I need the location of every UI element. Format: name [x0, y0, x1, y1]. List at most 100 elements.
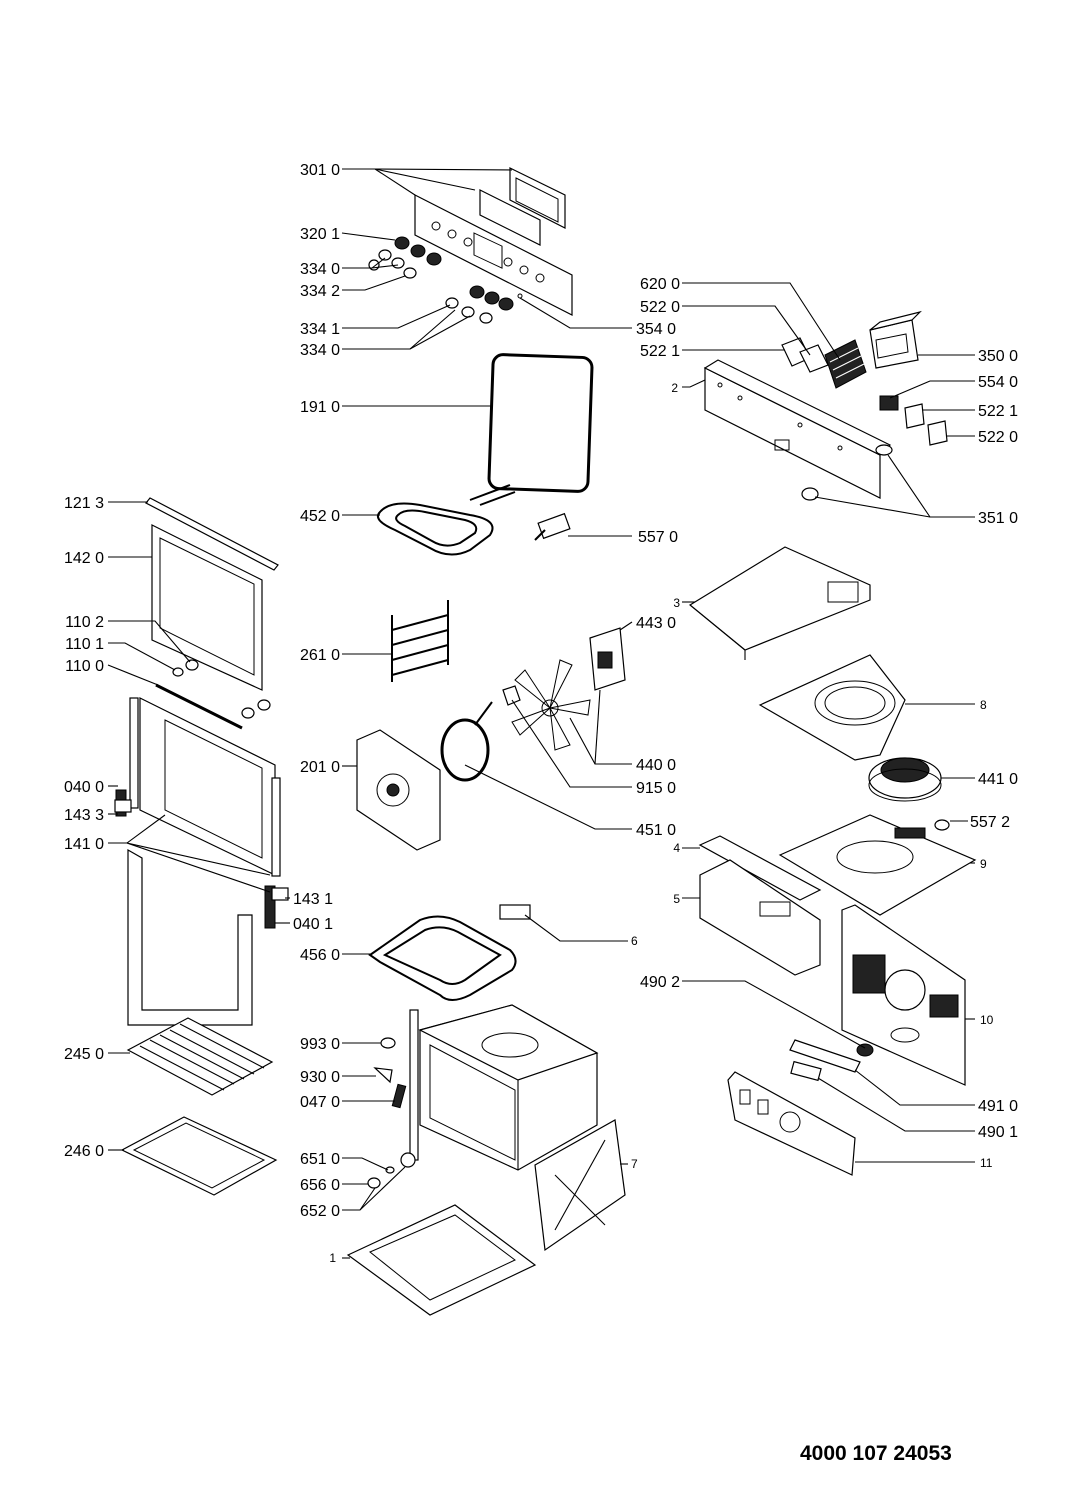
- oven-cavity: [409, 1004, 599, 1171]
- light-parts: [367, 1152, 416, 1189]
- door-inner-frame: [114, 697, 289, 929]
- label-930-0: 930 0: [300, 1069, 340, 1086]
- control-bracket: [703, 359, 892, 499]
- label-620-0: 620 0: [640, 276, 680, 293]
- knobs-upper-group: [368, 236, 442, 279]
- assembly-label-8: 8: [980, 698, 987, 712]
- door-buttons: [155, 659, 271, 730]
- knobs-lower-group: [445, 285, 514, 324]
- label-110-1: 110 1: [65, 636, 104, 653]
- leader-lines: [107, 168, 975, 1259]
- document-number: 4000 107 24053: [800, 1442, 952, 1465]
- label-047-0: 047 0: [300, 1094, 340, 1111]
- label-121-3: 121 3: [64, 495, 104, 512]
- label-110-2: 110 2: [65, 614, 104, 631]
- rear-panel-top: [778, 814, 977, 916]
- label-354-0: 354 0: [636, 321, 676, 338]
- assembly-label-6: 6: [631, 934, 638, 948]
- fan-blade: [511, 659, 591, 751]
- assembly-label-9: 9: [980, 857, 987, 871]
- label-557-0: 557 0: [638, 529, 678, 546]
- upper-cover: [688, 546, 871, 660]
- display-module: [869, 310, 922, 369]
- fan-thermostat: [934, 819, 950, 831]
- side-trim: [698, 835, 822, 901]
- label-440-0: 440 0: [636, 757, 676, 774]
- assembly-label-7: 7: [631, 1157, 638, 1171]
- label-334-0-b: 334 0: [300, 342, 340, 359]
- label-040-0: 040 0: [64, 779, 104, 796]
- label-191-0: 191 0: [300, 399, 340, 416]
- label-522-0-a: 522 0: [640, 299, 680, 316]
- label-143-3: 143 3: [64, 807, 104, 824]
- assembly-label-3: 3: [673, 596, 680, 610]
- label-554-0: 554 0: [978, 374, 1018, 391]
- label-142-0: 142 0: [64, 550, 104, 567]
- label-557-2: 557 2: [970, 814, 1010, 831]
- grill-element: [376, 484, 516, 556]
- part-labels: 301 0 320 1 334 0 334 2 334 1 334 0 354 …: [64, 162, 1018, 1220]
- wire-shelf: [126, 1017, 274, 1096]
- assembly-label-5: 5: [673, 892, 680, 906]
- label-351-0: 351 0: [978, 510, 1018, 527]
- label-245-0: 245 0: [64, 1046, 104, 1063]
- label-522-1-a: 522 1: [640, 343, 680, 360]
- label-334-2: 334 2: [300, 283, 340, 300]
- fan-back-panel: [356, 729, 441, 851]
- label-522-0-b: 522 0: [978, 429, 1018, 446]
- side-bracket: [699, 859, 821, 976]
- label-141-0: 141 0: [64, 836, 104, 853]
- bottom-plate: [346, 1204, 537, 1316]
- oven-door-seal: [487, 353, 594, 493]
- label-522-1-b: 522 1: [978, 403, 1018, 420]
- control-electronics: [781, 337, 867, 389]
- fan-nut: [502, 685, 521, 706]
- lamp-parts: [373, 1037, 407, 1109]
- door-top-trim: [145, 497, 279, 571]
- door-outer-glass: [151, 524, 263, 691]
- assembly-label-4: 4: [673, 841, 680, 855]
- label-651-0: 651 0: [300, 1151, 340, 1168]
- label-993-0: 993 0: [300, 1036, 340, 1053]
- door-inner-glass: [127, 848, 253, 1026]
- label-915-0: 915 0: [636, 780, 676, 797]
- label-350-0: 350 0: [978, 348, 1018, 365]
- fan-cover: [758, 654, 906, 761]
- label-301-0: 301 0: [300, 162, 340, 179]
- bottom-element: [368, 904, 531, 1001]
- label-490-2: 490 2: [640, 974, 680, 991]
- terminal-block: [789, 1039, 874, 1082]
- assembly-labels: 1 2 3 4 5 6 7 8 9 10 11: [329, 381, 993, 1265]
- cooling-fan: [868, 757, 942, 802]
- side-panel: [534, 1119, 626, 1252]
- label-451-0: 451 0: [636, 822, 676, 839]
- rear-plate: [727, 1071, 856, 1176]
- label-334-0-a: 334 0: [300, 261, 340, 278]
- label-652-0: 652 0: [300, 1203, 340, 1220]
- shelf-supports: [391, 600, 449, 682]
- control-panel-fascia: [414, 167, 573, 316]
- label-143-1: 143 1: [293, 891, 333, 908]
- label-443-0: 443 0: [636, 615, 676, 632]
- label-334-1: 334 1: [300, 321, 340, 338]
- assembly-label-2: 2: [671, 381, 678, 395]
- label-201-0: 201 0: [300, 759, 340, 776]
- label-452-0: 452 0: [300, 508, 340, 525]
- label-491-0: 491 0: [978, 1098, 1018, 1115]
- label-320-1: 320 1: [300, 226, 340, 243]
- label-246-0: 246 0: [64, 1143, 104, 1160]
- circular-element: [440, 701, 493, 782]
- assembly-label-11: 11: [980, 1156, 993, 1170]
- label-261-0: 261 0: [300, 647, 340, 664]
- assembly-label-10: 10: [980, 1013, 994, 1027]
- label-656-0: 656 0: [300, 1177, 340, 1194]
- switches-right: [801, 395, 948, 501]
- label-456-0: 456 0: [300, 947, 340, 964]
- assembly-label-1: 1: [329, 1251, 336, 1265]
- label-441-0: 441 0: [978, 771, 1018, 788]
- label-110-0: 110 0: [65, 658, 104, 675]
- baking-tray: [120, 1116, 278, 1196]
- label-490-1: 490 1: [978, 1124, 1018, 1141]
- label-040-1: 040 1: [293, 916, 333, 933]
